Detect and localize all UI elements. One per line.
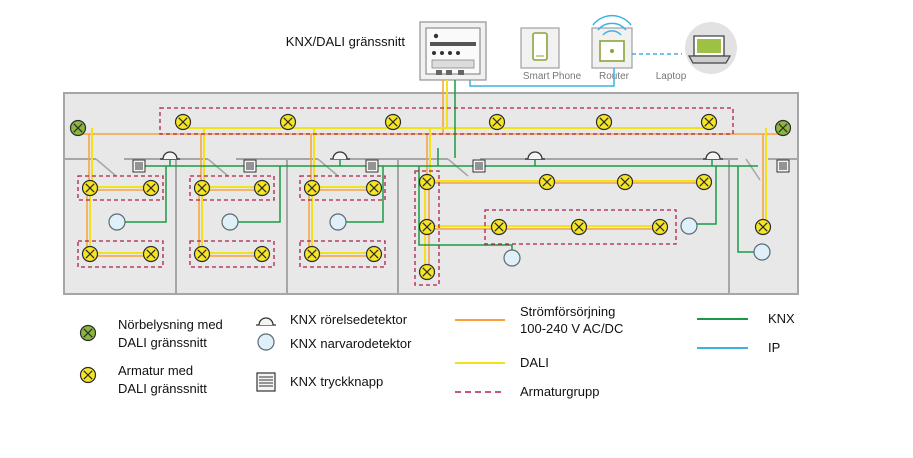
legend-push-button-label: KNX tryckknapp [290, 374, 383, 389]
luminaire-icon [81, 245, 99, 263]
push-button-icon [365, 159, 379, 173]
push-button-icon [243, 159, 257, 173]
presence-detector-icon [503, 249, 521, 267]
push-button-icon [472, 159, 486, 173]
legend-presence-detector: KNX narvarodetektor [257, 333, 412, 351]
luminaire-icon [174, 113, 192, 131]
legend-power-line2: 100-240 V AC/DC [520, 321, 623, 336]
luminaire-icon [488, 113, 506, 131]
legend-emergency-line1: Nörbelysning med [118, 317, 223, 332]
luminaire-icon [79, 366, 97, 384]
legend-push-button: KNX tryckknapp [256, 372, 383, 392]
legend-luminaire-line1: Armatur med [118, 363, 193, 378]
legend-luminaire-line2: DALI gränssnitt [118, 381, 207, 396]
luminaire-icon [616, 173, 634, 191]
presence-detector-icon [108, 213, 126, 231]
laptop-label: Laptop [656, 71, 687, 82]
smart-phone-device: Smart Phone [520, 27, 582, 82]
luminaire-groups [77, 107, 734, 286]
legend-motion-label: KNX rörelsedetektor [290, 312, 408, 327]
luminaire-icon [303, 245, 321, 263]
legend-dali: DALI [455, 355, 549, 370]
motion-detector-icon [255, 317, 277, 326]
luminaire-icon [384, 113, 402, 131]
luminaire-icon [142, 245, 160, 263]
legend-luminaire: Armatur med DALI gränssnitt [79, 363, 207, 396]
router-device: Router [591, 14, 633, 82]
knx-dali-interface-device [419, 21, 487, 81]
luminaire-icon [418, 218, 436, 236]
luminaire-icon [754, 218, 772, 236]
interface-title: KNX/DALI gränssnitt [286, 34, 406, 49]
luminaire-icon [365, 245, 383, 263]
presence-detector-icon [329, 213, 347, 231]
ip-links [469, 53, 682, 87]
legend-knx: KNX [697, 311, 795, 326]
presence-detector-icon [753, 243, 771, 261]
wifi-icon [592, 14, 632, 36]
luminaire-icon [279, 113, 297, 131]
luminaire-icon [193, 179, 211, 197]
dali-lines [91, 80, 767, 226]
luminaire-icon [253, 245, 271, 263]
luminaire-icon [303, 179, 321, 197]
luminaire-icon [142, 179, 160, 197]
legend-group-label: Armaturgrupp [520, 384, 599, 399]
presence-detector-icon [257, 333, 275, 351]
push-button-icon [776, 159, 790, 173]
emergency-light-icon [774, 119, 792, 137]
legend-knx-label: KNX [768, 311, 795, 326]
legend: Nörbelysning med DALI gränssnitt Armatur… [79, 304, 795, 399]
luminaire-icon [538, 173, 556, 191]
presence-detector-icon [680, 217, 698, 235]
push-button-icon [132, 159, 146, 173]
legend-luminaire-group: Armaturgrupp [455, 384, 599, 399]
building-floorplan [63, 92, 799, 295]
luminaire-icon [418, 263, 436, 281]
legend-emergency-line2: DALI gränssnitt [118, 335, 207, 350]
smart-phone-label: Smart Phone [523, 71, 582, 82]
legend-power-line1: Strömförsörjning [520, 304, 615, 319]
luminaire-icon [418, 173, 436, 191]
emergency-light-icon [69, 119, 87, 137]
luminaire-icon [365, 179, 383, 197]
push-button-icon [256, 372, 276, 392]
luminaire-icon [651, 218, 669, 236]
luminaire-icon [570, 218, 588, 236]
emergency-light-icon [79, 324, 97, 342]
presence-detector-icon [221, 213, 239, 231]
luminaire-icon [81, 179, 99, 197]
luminaire-icon [490, 218, 508, 236]
legend-ip: IP [697, 340, 780, 355]
legend-dali-label: DALI [520, 355, 549, 370]
luminaire-icon [193, 245, 211, 263]
luminaire-icon [253, 179, 271, 197]
luminaire-icon [695, 173, 713, 191]
legend-power-supply: Strömförsörjning 100-240 V AC/DC [455, 304, 623, 336]
laptop-device: Laptop [656, 22, 737, 82]
legend-motion-detector: KNX rörelsedetektor [255, 312, 408, 327]
door-leaves [95, 158, 761, 181]
luminaire-icon [700, 113, 718, 131]
legend-ip-label: IP [768, 340, 780, 355]
legend-emergency-light: Nörbelysning med DALI gränssnitt [79, 317, 223, 350]
luminaire-icon [595, 113, 613, 131]
legend-presence-label: KNX narvarodetektor [290, 336, 412, 351]
